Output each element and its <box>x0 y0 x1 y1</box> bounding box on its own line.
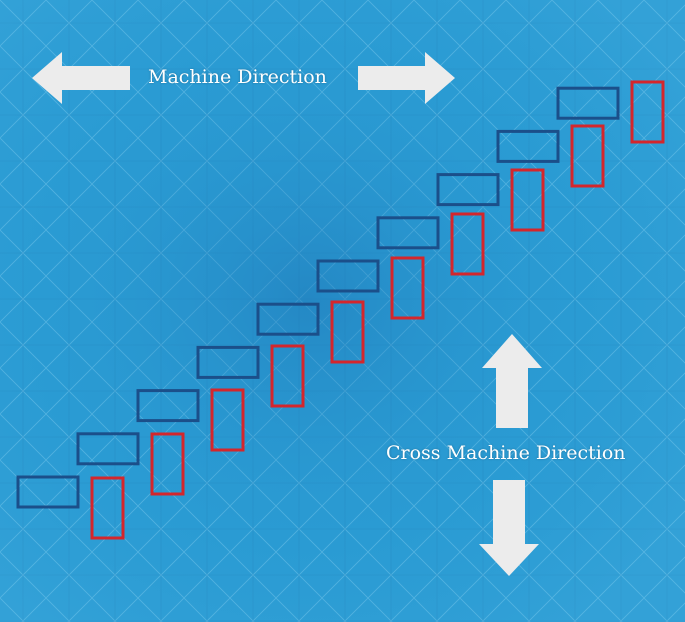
cross-machine-direction-label: Cross Machine Direction <box>386 442 626 464</box>
cross-direction-specimen <box>270 344 305 408</box>
arrow-down-icon <box>479 480 539 576</box>
arrow-up-icon <box>482 334 542 428</box>
machine-direction-specimen <box>196 345 260 379</box>
cross-direction-specimen <box>510 168 545 232</box>
cross-direction-specimen <box>390 256 425 320</box>
machine-direction-specimen <box>436 173 500 207</box>
machine-direction-specimen <box>316 259 380 293</box>
machine-direction-specimens <box>16 86 620 509</box>
cross-direction-specimen <box>90 476 125 540</box>
cross-direction-specimen <box>150 432 185 496</box>
cross-direction-specimens <box>90 80 665 540</box>
machine-direction-specimen <box>556 86 620 120</box>
machine-direction-specimen <box>496 129 560 163</box>
cross-direction-specimen <box>570 124 605 188</box>
cross-direction-specimen <box>450 212 485 276</box>
cross-direction-specimen <box>330 300 365 364</box>
cross-direction-specimen <box>630 80 665 144</box>
machine-direction-specimen <box>136 389 200 423</box>
arrow-left-icon <box>32 52 130 104</box>
machine-direction-specimen <box>16 475 80 509</box>
arrow-right-icon <box>358 52 455 104</box>
cross-direction-specimen <box>210 388 245 452</box>
machine-direction-specimen <box>376 216 440 250</box>
machine-direction-label: Machine Direction <box>148 66 327 88</box>
machine-direction-specimen <box>76 432 140 466</box>
machine-direction-specimen <box>256 302 320 336</box>
